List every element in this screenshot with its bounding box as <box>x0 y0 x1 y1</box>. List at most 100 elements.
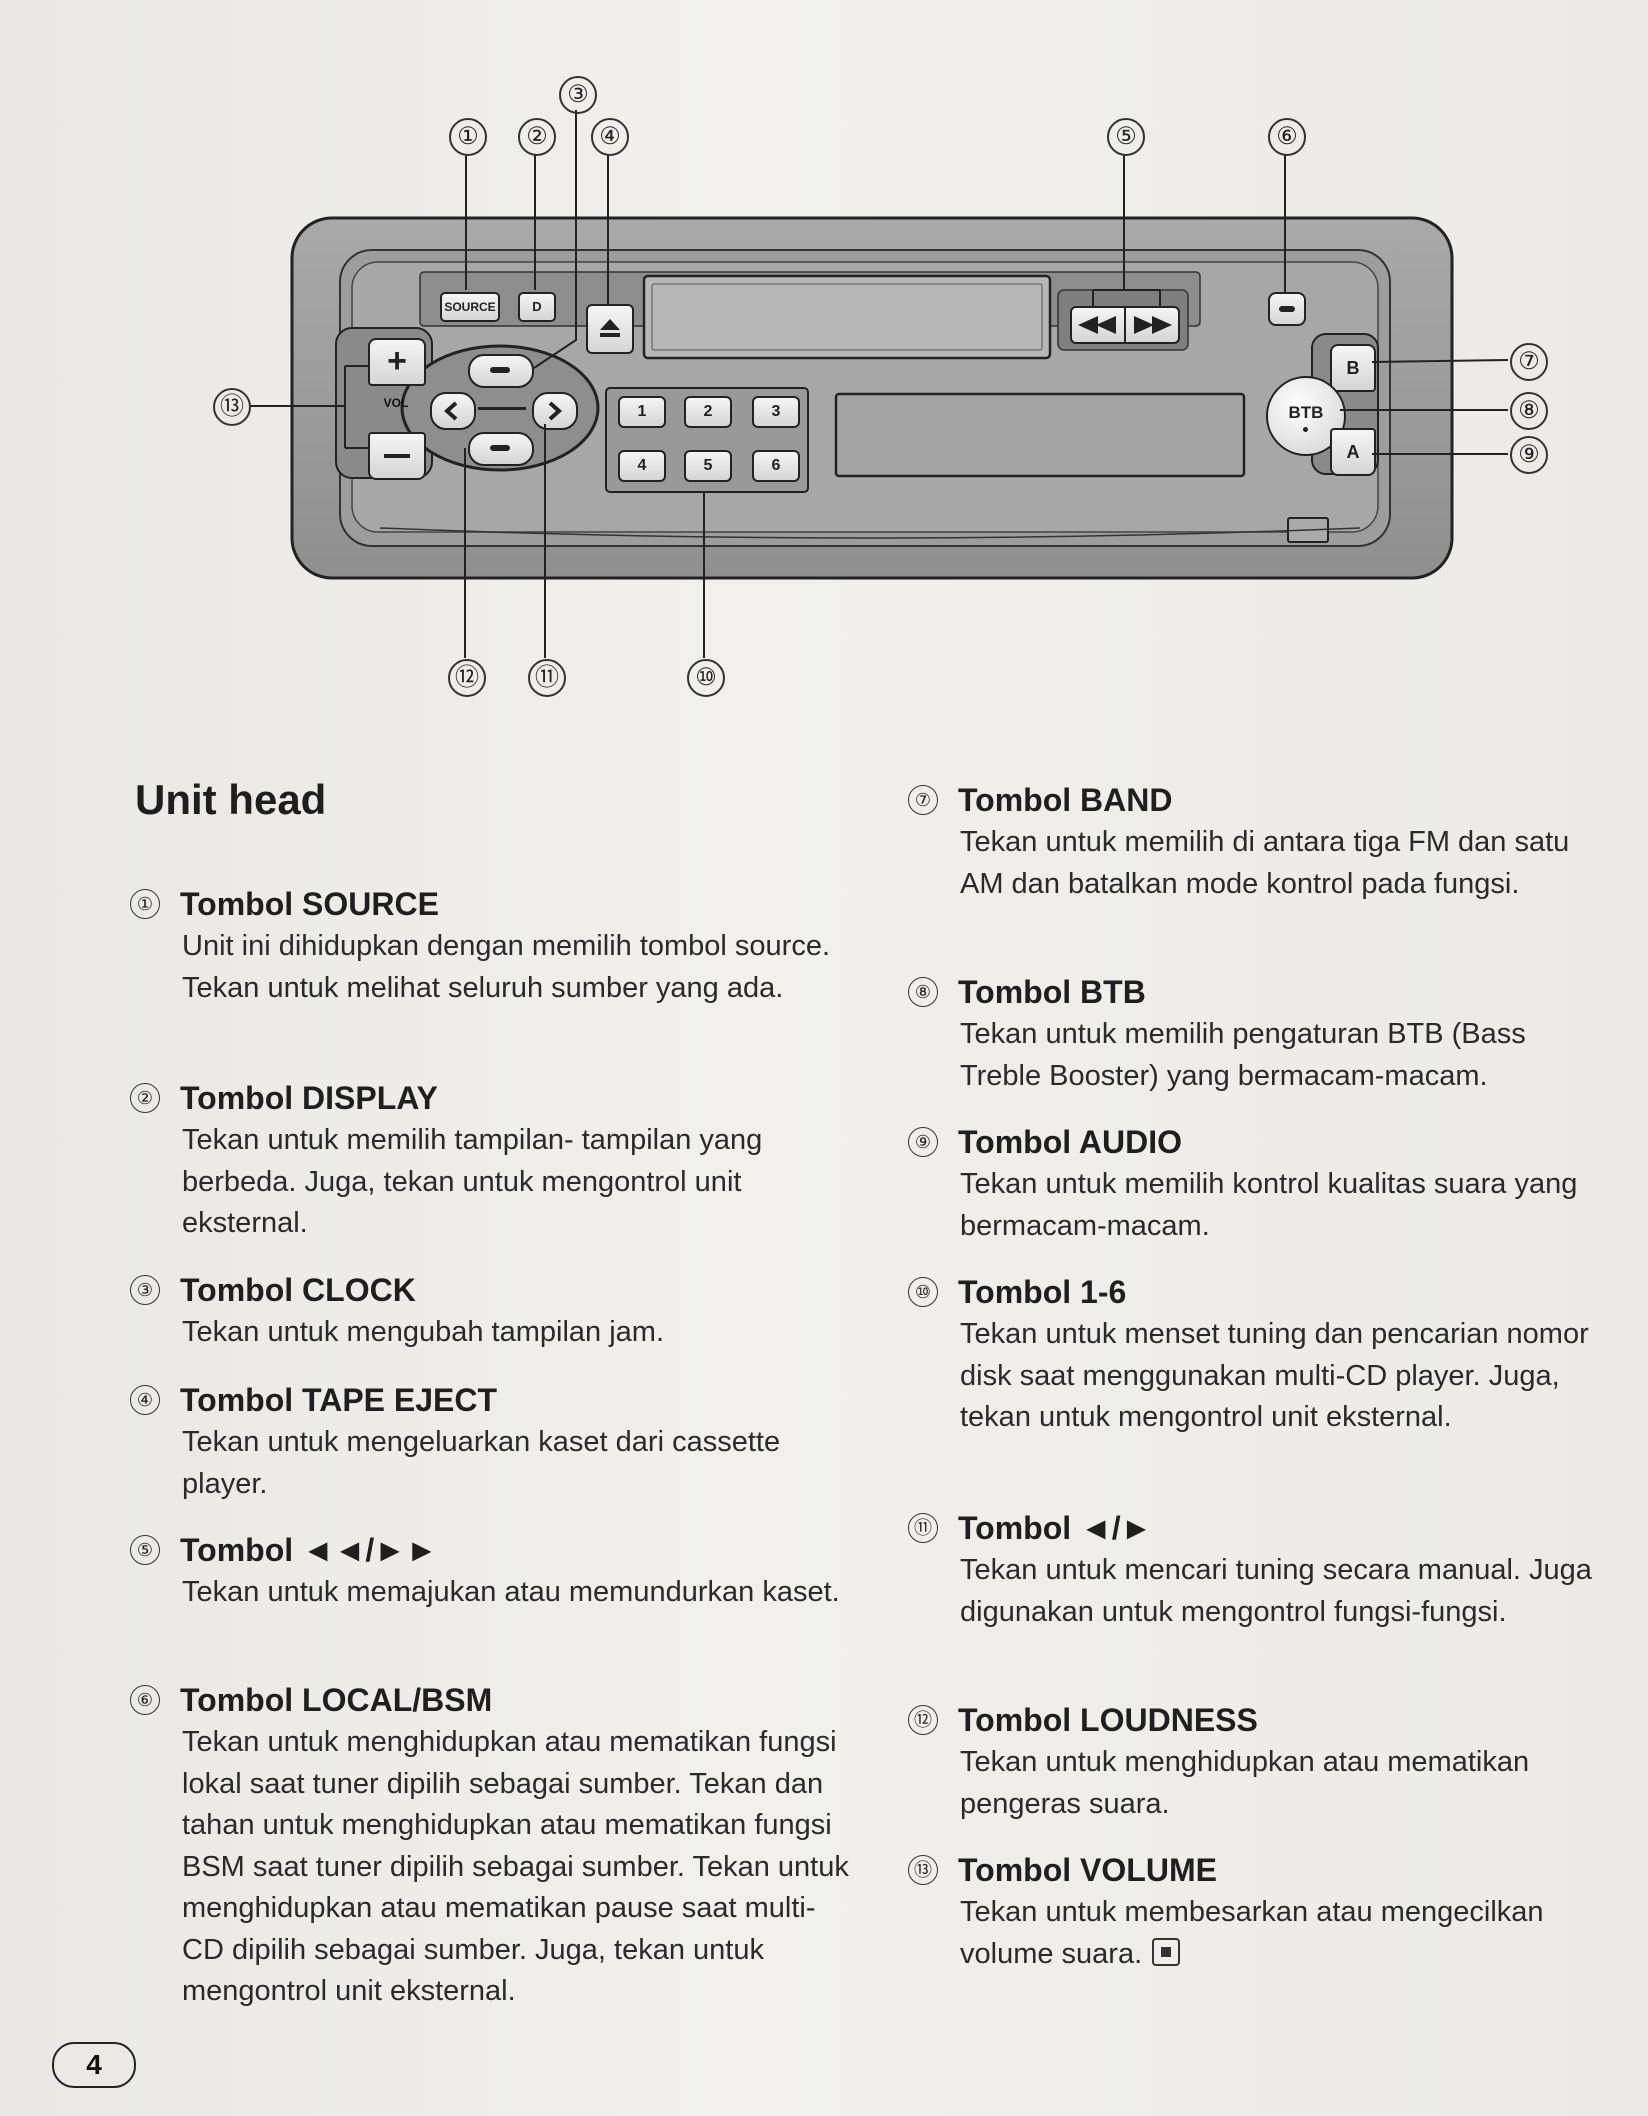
item-volume: ⑬ Tombol VOLUME Tekan untuk membesarkan a… <box>908 1848 1608 1975</box>
item-title: Tombol CLOCK <box>180 1271 416 1308</box>
band-button[interactable]: B <box>1330 344 1376 392</box>
item-desc: Tekan untuk menset tuning dan pencarian … <box>960 1318 1589 1433</box>
item-title: Tombol VOLUME <box>958 1851 1217 1888</box>
btb-dot-icon <box>1303 427 1308 432</box>
audio-button[interactable]: A <box>1330 428 1376 476</box>
item-audio: ⑨ Tombol AUDIO Tekan untuk memilih kontro… <box>908 1120 1608 1247</box>
item-desc: Unit ini dihidupkan dengan memilih tombo… <box>182 930 831 1004</box>
item-seek: ⑪ Tombol ◄/► Tekan untuk mencari tuning s… <box>908 1506 1608 1633</box>
source-label: SOURCE <box>444 300 496 314</box>
callout-7: ⑦ <box>1510 343 1548 381</box>
volume-up-button[interactable]: + <box>368 338 426 386</box>
item-clock: ③ Tombol CLOCK Tekan untuk mengubah tampi… <box>130 1268 850 1354</box>
item-badge: ④ <box>130 1385 160 1415</box>
clock-button[interactable] <box>468 354 534 388</box>
preset-3-label: 3 <box>771 403 781 420</box>
item-desc: Tekan untuk memajukan atau memundurkan k… <box>182 1576 840 1608</box>
plus-icon: + <box>387 342 407 380</box>
item-title: Tombol SOURCE <box>180 885 439 922</box>
item-title: Tombol TAPE EJECT <box>180 1381 498 1418</box>
tape-slot <box>642 274 1052 360</box>
callout-4: ④ <box>591 118 629 156</box>
item-badge: ⑨ <box>908 1127 938 1157</box>
display-button[interactable]: D <box>518 292 556 322</box>
callout-5: ⑤ <box>1107 118 1145 156</box>
preset-2-label: 2 <box>703 403 713 420</box>
page-number: 4 <box>52 2042 136 2088</box>
preset-5-button[interactable]: 5 <box>684 450 732 482</box>
chevron-left-icon <box>443 401 458 421</box>
audio-label: A <box>1346 442 1360 462</box>
item-badge: ⑥ <box>130 1685 160 1715</box>
item-badge: ⑪ <box>908 1513 938 1543</box>
item-badge: ⑫ <box>908 1705 938 1735</box>
item-title: Tombol BTB <box>958 973 1146 1010</box>
callout-11: ⑪ <box>528 659 566 697</box>
item-badge: ③ <box>130 1275 160 1305</box>
preset-3-button[interactable]: 3 <box>752 396 800 428</box>
item-desc: Tekan untuk mengubah tampilan jam. <box>182 1316 665 1348</box>
item-title: Tombol DISPLAY <box>180 1079 438 1116</box>
item-desc: Tekan untuk membesarkan atau mengecilkan… <box>908 1892 1608 1975</box>
btb-button[interactable]: BTB <box>1266 376 1346 456</box>
item-badge: ⑦ <box>908 785 938 815</box>
chevron-right-icon <box>548 401 563 421</box>
preset-1-button[interactable]: 1 <box>618 396 666 428</box>
fast-forward-button[interactable] <box>1124 306 1180 344</box>
item-title: Tombol 1-6 <box>958 1273 1127 1310</box>
seek-right-button[interactable] <box>532 392 578 430</box>
preset-1-label: 1 <box>637 403 647 420</box>
callout-2: ② <box>518 118 556 156</box>
item-badge: ① <box>130 889 160 919</box>
preset-6-button[interactable]: 6 <box>752 450 800 482</box>
item-desc: Tekan untuk mencari tuning secara manual… <box>960 1554 1592 1628</box>
section-title: Unit head <box>135 776 327 823</box>
end-of-section-icon <box>1152 1937 1181 1966</box>
callout-8: ⑧ <box>1510 392 1548 430</box>
seek-left-button[interactable] <box>430 392 476 430</box>
item-desc: Tekan untuk memilih di antara tiga FM da… <box>960 826 1570 900</box>
item-desc: Tekan untuk mengeluarkan kaset dari cass… <box>182 1426 781 1500</box>
item-tape-eject: ④ Tombol TAPE EJECT Tekan untuk mengeluar… <box>130 1378 850 1505</box>
item-title: Tombol LOCAL/BSM <box>180 1681 493 1718</box>
preset-5-label: 5 <box>703 457 713 474</box>
band-label: B <box>1346 358 1360 378</box>
volume-down-button[interactable] <box>368 432 426 480</box>
callout-13: ⑬ <box>213 388 251 426</box>
item-desc: Tekan untuk memilih pengaturan BTB (Bass… <box>960 1018 1526 1092</box>
eject-button[interactable] <box>586 304 634 354</box>
preset-4-button[interactable]: 4 <box>618 450 666 482</box>
source-button[interactable]: SOURCE <box>440 292 500 322</box>
joystick-center-line <box>478 407 526 410</box>
item-title: Tombol ◄/► <box>958 1509 1153 1546</box>
preset-2-button[interactable]: 2 <box>684 396 732 428</box>
display-label: D <box>532 299 542 314</box>
clock-dash-icon <box>490 367 510 373</box>
loudness-button[interactable] <box>468 432 534 466</box>
item-title: Tombol ◄◄/►► <box>180 1531 438 1568</box>
item-badge: ⑧ <box>908 977 938 1007</box>
fast-forward-icon <box>1134 316 1172 334</box>
item-desc: Tekan untuk menghidupkan atau mematikan … <box>960 1746 1530 1820</box>
callout-12: ⑫ <box>448 659 486 697</box>
item-title: Tombol BAND <box>958 781 1173 818</box>
bsm-dash-icon <box>1279 306 1295 312</box>
item-desc: Tekan untuk memilih kontrol kualitas sua… <box>960 1168 1578 1242</box>
callout-lines <box>250 110 1509 658</box>
btb-label: BTB <box>1288 403 1324 422</box>
local-bsm-button[interactable] <box>1268 292 1306 326</box>
item-badge: ⑬ <box>908 1855 938 1885</box>
eject-icon <box>600 319 620 337</box>
head-unit-diagram: SOURCE D + VOL 1 2 3 4 5 6 B <box>0 0 1648 720</box>
item-badge: ⑤ <box>130 1535 160 1565</box>
preset-6-label: 6 <box>771 457 781 474</box>
display-window <box>834 392 1246 478</box>
item-title: Tombol LOUDNESS <box>958 1701 1258 1738</box>
item-title: Tombol AUDIO <box>958 1123 1182 1160</box>
item-loudness: ⑫ Tombol LOUDNESS Tekan untuk menghidupka… <box>908 1698 1608 1825</box>
item-desc-text: Tekan untuk membesarkan atau mengecilkan… <box>960 1896 1544 1970</box>
callout-9: ⑨ <box>1510 436 1548 474</box>
item-source: ① Tombol SOURCE Unit ini dihidupkan denga… <box>130 882 850 1009</box>
minus-icon <box>384 454 410 458</box>
